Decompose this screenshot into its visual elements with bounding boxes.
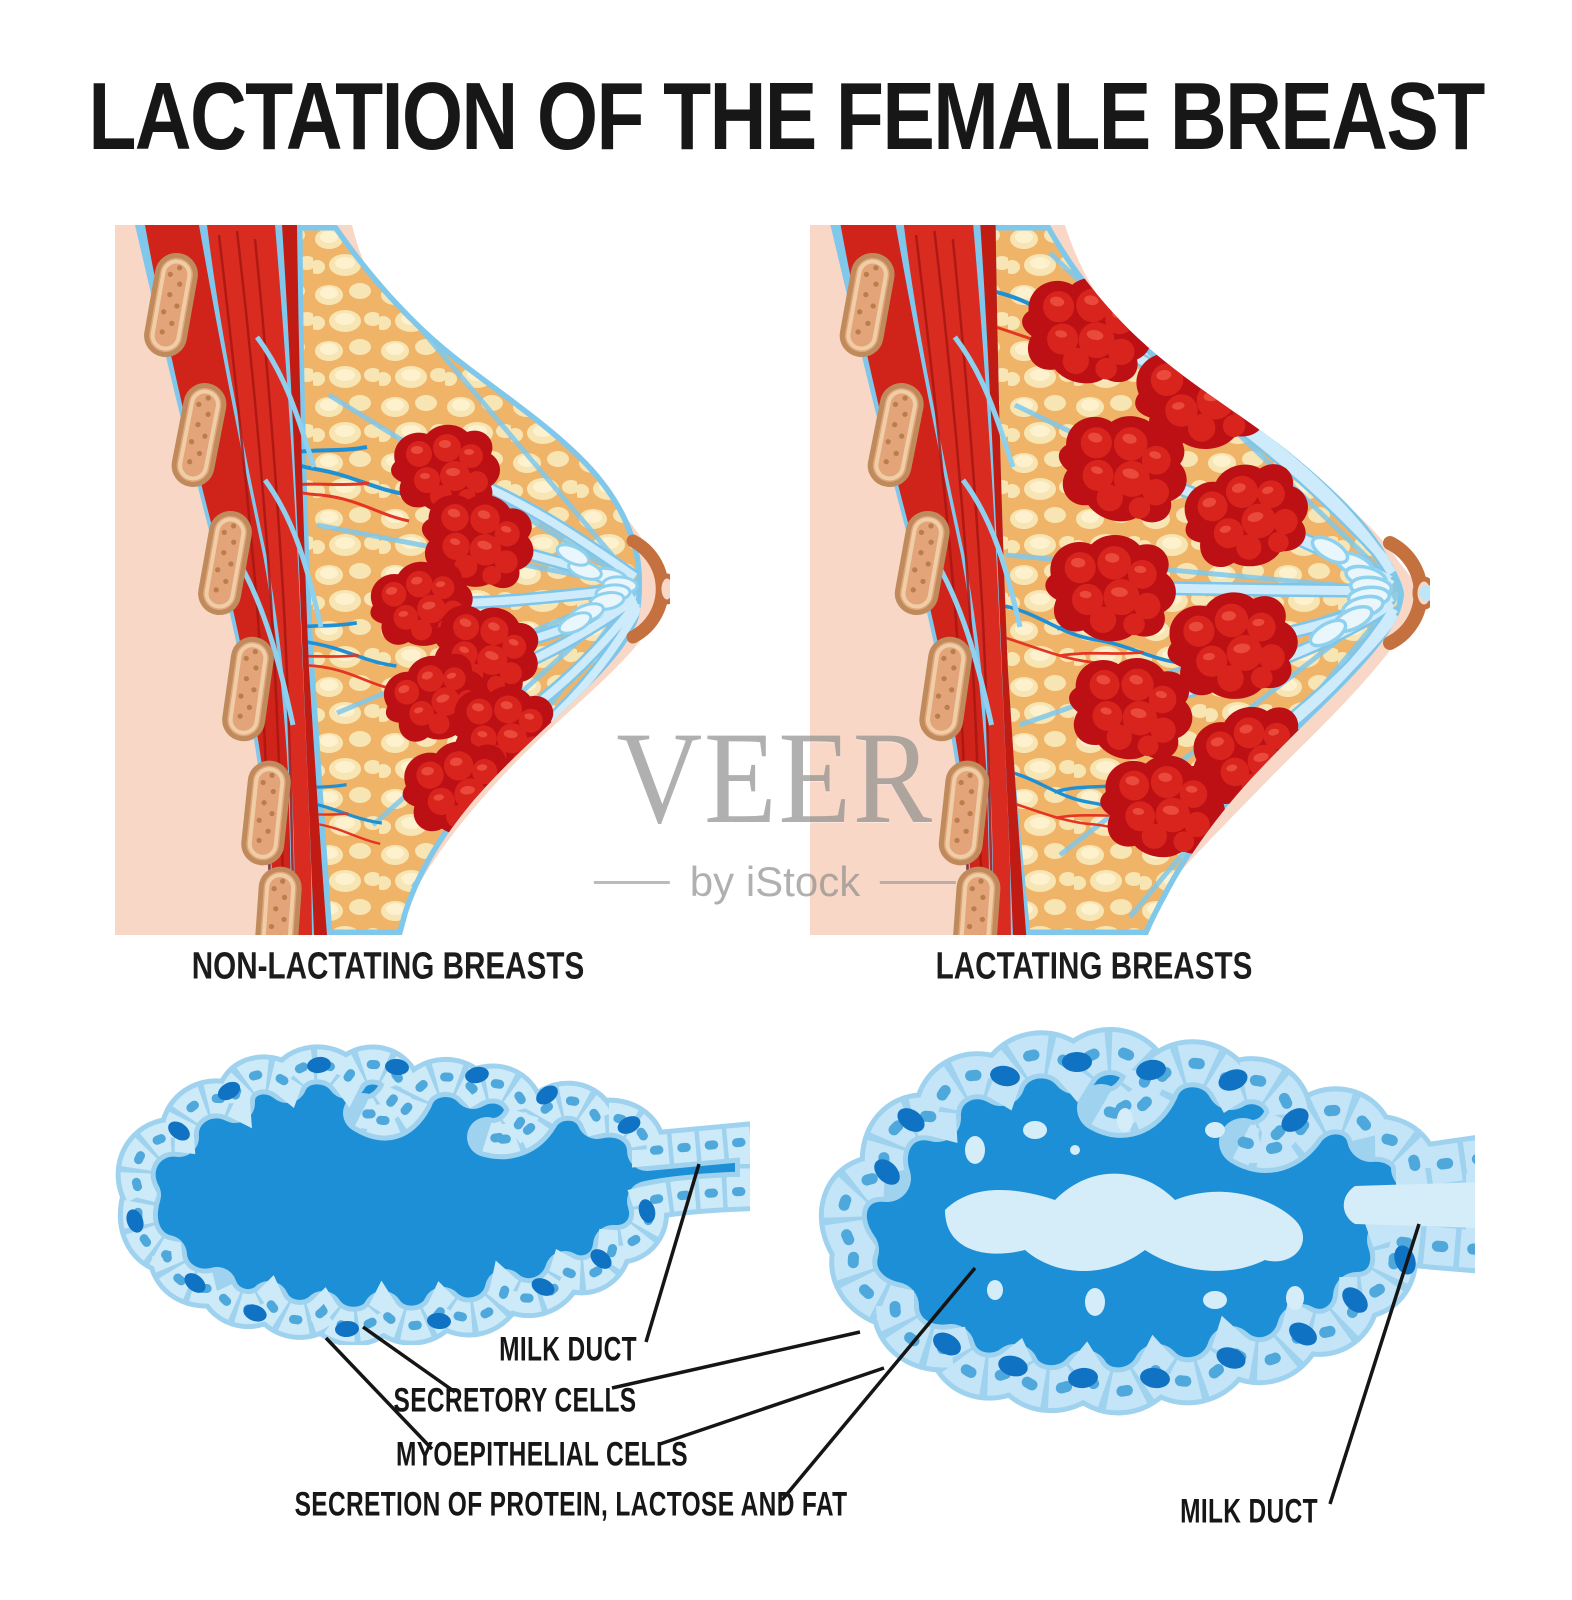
nipple <box>1383 536 1430 650</box>
watermark: VEER by iStock <box>593 704 957 906</box>
label-secretory-cells: SECRETORY CELLS <box>393 1381 637 1420</box>
alveolus-non-lactating-illustration <box>95 1025 750 1345</box>
non-lactating-breast-illustration <box>115 225 670 935</box>
page-title: LACTATION OF THE FEMALE BREAST <box>88 63 1485 170</box>
label-milk-duct-left: MILK DUCT <box>499 1330 637 1369</box>
watermark-byline-text: by iStock <box>689 858 861 905</box>
watermark-byline: by iStock <box>593 858 957 906</box>
milk-secretion <box>945 1108 1475 1316</box>
caption-lactating: LACTATING BREASTS <box>935 945 1253 988</box>
alveolus-lactating-illustration <box>795 1000 1475 1440</box>
nipple <box>626 534 670 644</box>
milk-drop-icon <box>1419 585 1430 601</box>
watermark-brand: VEER <box>616 704 934 851</box>
lactating-breast-illustration <box>810 225 1430 935</box>
label-milk-duct-right: MILK DUCT <box>1180 1492 1318 1531</box>
watermark-rule-right <box>880 880 957 884</box>
label-myoepithelial-cells: MYOEPITHELIAL CELLS <box>395 1435 689 1474</box>
label-secretion: SECRETION OF PROTEIN, LACTOSE AND FAT <box>294 1485 848 1524</box>
breast-interior <box>975 225 1404 935</box>
watermark-rule-left <box>593 880 670 884</box>
caption-non-lactating: NON-LACTATING BREASTS <box>191 945 585 988</box>
